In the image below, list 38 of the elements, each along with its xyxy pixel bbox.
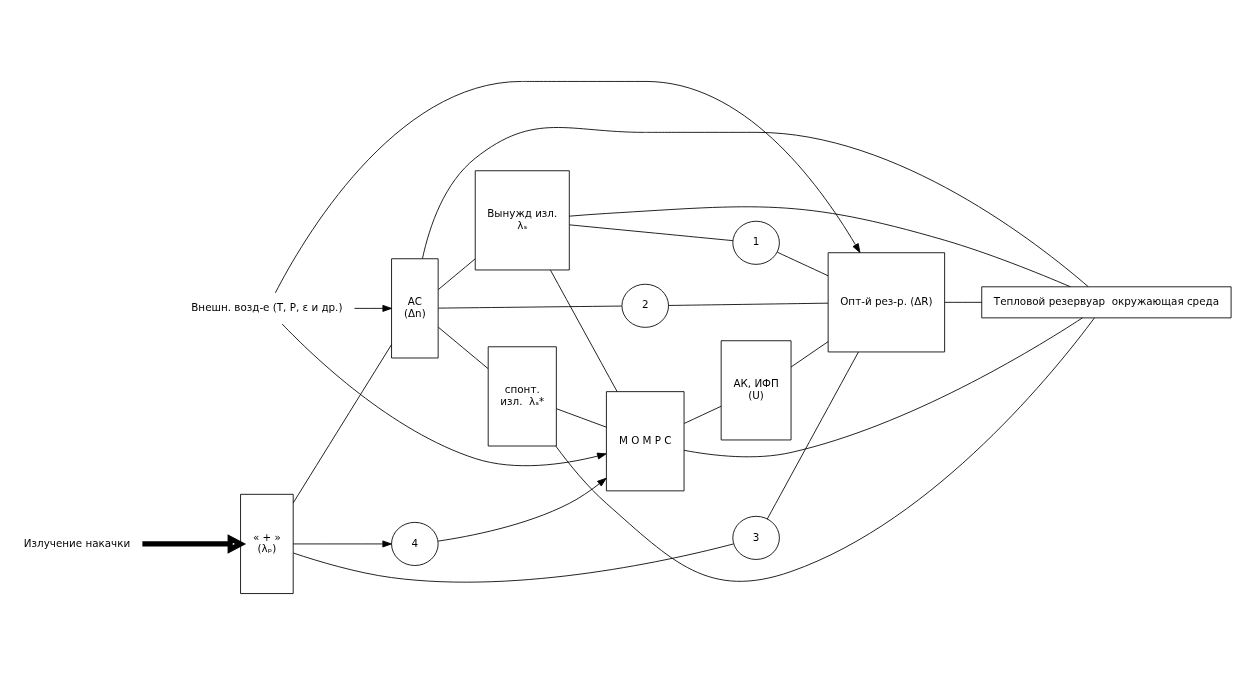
node-box: Тепловой резервуар окружающая среда (981, 286, 1232, 319)
connector (766, 351, 859, 520)
connector (569, 224, 734, 242)
node-box: АК, ИФП (U) (720, 340, 792, 441)
node-box: АС (Δn) (391, 258, 439, 359)
connector (790, 341, 829, 368)
connector (550, 269, 618, 392)
connector (668, 302, 829, 306)
connector (293, 543, 734, 583)
node-text: Излучение накачки (23, 536, 131, 549)
node-box: « + » (λₚ) (240, 493, 294, 594)
connector (292, 344, 392, 504)
arrow (281, 323, 607, 467)
connector (437, 258, 476, 290)
connector (683, 405, 722, 424)
arrow (354, 304, 392, 312)
arrow (274, 81, 861, 294)
node-circle: 3 (732, 515, 780, 560)
arrow (437, 477, 607, 542)
arrow (292, 540, 392, 548)
connector (438, 305, 623, 309)
connector (568, 206, 1071, 288)
connector (683, 317, 1083, 458)
connector (944, 301, 983, 303)
node-box: Опт-й рез-р. (ΔR) (827, 252, 946, 353)
arrow (142, 534, 247, 554)
node-circle: 1 (732, 220, 780, 265)
connector (422, 127, 1089, 288)
connector (437, 326, 489, 369)
node-box: спонт. изл. λₛ* (487, 346, 557, 447)
node-box: М О М Р С (605, 391, 685, 492)
node-circle: 4 (391, 521, 439, 566)
node-box: Вынужд изл. λₛ (474, 170, 570, 271)
connector (555, 317, 1095, 582)
node-circle: 2 (621, 283, 669, 328)
connector (556, 408, 607, 428)
node-text: Внешн. возд-е (Т, Р, ε и др.) (191, 301, 343, 314)
connector (776, 251, 829, 277)
